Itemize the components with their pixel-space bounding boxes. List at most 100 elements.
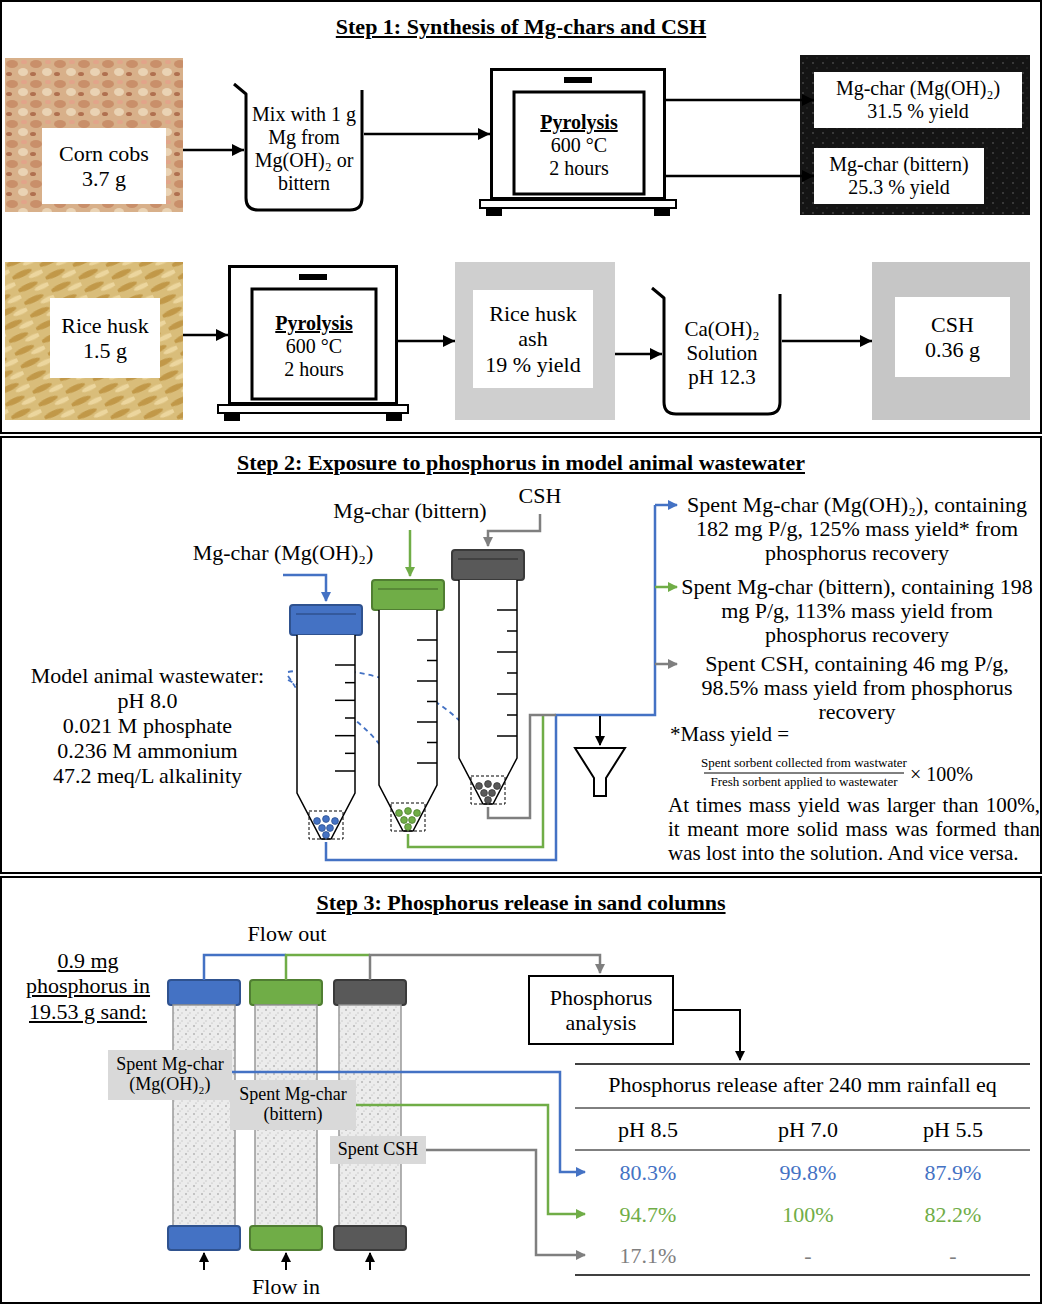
product-box: Mg-char (Mg(OH)₂)31.5 % yield <box>814 72 1022 128</box>
label-slot: Flow in <box>241 1274 331 1299</box>
centrifuge-tube: CSH <box>452 550 524 806</box>
sorbent-bead <box>332 818 339 825</box>
node-text: 2 hours <box>549 157 608 180</box>
text-label: Phosphorus release after 240 mm rainfall… <box>575 1072 1030 1097</box>
photo-text-box: Rice husk1.5 g <box>50 298 160 378</box>
tube-label-slot: Mg-char (Mg(OH)₂) <box>172 540 394 565</box>
graduation-mark <box>507 714 517 716</box>
sorbent-bead <box>494 783 501 790</box>
material-photo: Corn cobs3.7 g <box>5 58 183 212</box>
graduation-mark <box>507 630 517 632</box>
step-heading: Step 1: Synthesis of Mg-chars and CSH <box>2 14 1040 39</box>
label-slot: - <box>750 1243 866 1268</box>
node-text: Pyrolysis <box>540 111 617 134</box>
node-text: pH 12.3 <box>688 365 756 389</box>
text-label: pH 8.0 <box>10 688 285 713</box>
sorbent-bead <box>314 818 321 825</box>
text-label: 17.1% <box>590 1243 706 1268</box>
photo-image <box>5 58 183 212</box>
text-label: Model animal wastewater: <box>10 663 285 688</box>
furnace: Pyrolysis600 °C2 hours <box>490 68 666 200</box>
label-slot: Model animal wastewater: <box>10 663 285 688</box>
graduation-mark <box>497 651 517 653</box>
material-photo: Rice husk ash19 % yield <box>455 262 615 420</box>
photo-text-box: CSH0.36 g <box>895 297 1010 377</box>
node-text: Spent Mg-char (Mg(OH)₂) <box>112 1055 228 1095</box>
column-cap <box>168 1226 240 1250</box>
text-label: *Mass yield = <box>670 722 870 746</box>
tube-body <box>459 580 517 804</box>
sorbent-bead <box>405 808 412 815</box>
label-slot: Spent Mg-char (Mg(OH)₂), containing 182 … <box>682 493 1032 564</box>
node-text: 2 hours <box>284 358 343 381</box>
label-slot: pH 8.0 <box>10 688 285 713</box>
sorbent-bead <box>319 825 326 832</box>
label-slot: 80.3% <box>590 1160 706 1185</box>
fraction-bar <box>704 773 904 774</box>
sorbent-bead <box>327 825 334 832</box>
label-slot: 99.8% <box>750 1160 866 1185</box>
label-slot: 100% <box>750 1202 866 1227</box>
flow-arrow <box>183 149 244 152</box>
node-text: CSH <box>510 483 570 508</box>
sorbent-bead <box>476 783 483 790</box>
result-arrow <box>655 663 677 666</box>
label-slot: 94.7% <box>590 1202 706 1227</box>
column-cap <box>250 980 322 1005</box>
cap-ridge <box>296 613 356 615</box>
sand-column <box>173 1005 235 1226</box>
text-label: Spent sorbent collected from wastwater <box>700 756 908 771</box>
graduation-mark <box>417 721 437 723</box>
dashed-box <box>391 803 425 831</box>
flow-in-arrow <box>203 1253 205 1270</box>
result-line <box>426 1150 585 1255</box>
furnace-base <box>480 200 676 208</box>
label-slot: At times mass yield was larger than 100%… <box>668 793 1040 865</box>
analysis-arrow <box>674 1010 740 1060</box>
label-slot: Phosphorus release after 240 mm rainfall… <box>575 1072 1030 1097</box>
furnace-chamber <box>514 92 644 194</box>
beaker-wall <box>234 84 362 210</box>
text-label: Flow in <box>241 1274 331 1299</box>
node-text: Spent CSH <box>338 1140 419 1160</box>
furnace-body <box>230 267 397 404</box>
text-label: 47.2 meq/L alkalinity <box>10 763 285 788</box>
heading-slot: Step 2: Exposure to phosphorus in model … <box>2 450 1040 475</box>
furnace-handle <box>299 274 327 280</box>
graduation-mark <box>497 735 517 737</box>
sorbent-tag: Spent CSH <box>330 1136 426 1164</box>
process-box: Phosphorus analysis <box>528 975 674 1045</box>
furnace-handle <box>564 77 592 83</box>
sorbent-bead <box>405 824 412 831</box>
label-slot: 0.021 M phosphate <box>10 713 285 738</box>
cap-ridge <box>378 588 438 590</box>
tube-body <box>379 610 437 831</box>
feed-arrow <box>488 514 540 546</box>
graduation-mark <box>335 770 355 772</box>
graduation-mark <box>417 762 437 764</box>
text-label: At times mass yield was larger than 100%… <box>668 793 1040 865</box>
tube-cap <box>372 580 444 610</box>
node-text: Mg-char (Mg(OH)₂) <box>836 77 1000 100</box>
table-rule <box>575 1063 1030 1065</box>
feed-arrow <box>283 575 326 601</box>
text-label: pH 7.0 <box>750 1117 866 1142</box>
table-rule <box>575 1274 1030 1276</box>
tube-outline <box>290 605 362 841</box>
text-label: × 100% <box>910 763 1000 786</box>
text-label: pH 5.5 <box>895 1117 1011 1142</box>
result-arrow <box>655 586 677 589</box>
dashed-box <box>309 811 343 839</box>
text-label: - <box>750 1243 866 1268</box>
photo-text-box: Corn cobs3.7 g <box>42 128 166 204</box>
graduation-mark <box>345 717 355 719</box>
text-label: pH 8.5 <box>590 1117 706 1142</box>
node-text: Corn cobs <box>59 141 149 166</box>
furnace-foot <box>486 208 502 216</box>
step-heading: Step 3: Phosphorus release in sand colum… <box>2 890 1040 915</box>
column-cap <box>334 980 406 1005</box>
graduation-mark <box>417 680 437 682</box>
photo-text-box: Rice husk ash19 % yield <box>473 290 593 388</box>
node-text: Mix with 1 g Mg from Mg(OH)₂ or bittern <box>250 103 358 195</box>
node-text: Mg-char (bittern) <box>829 153 968 176</box>
